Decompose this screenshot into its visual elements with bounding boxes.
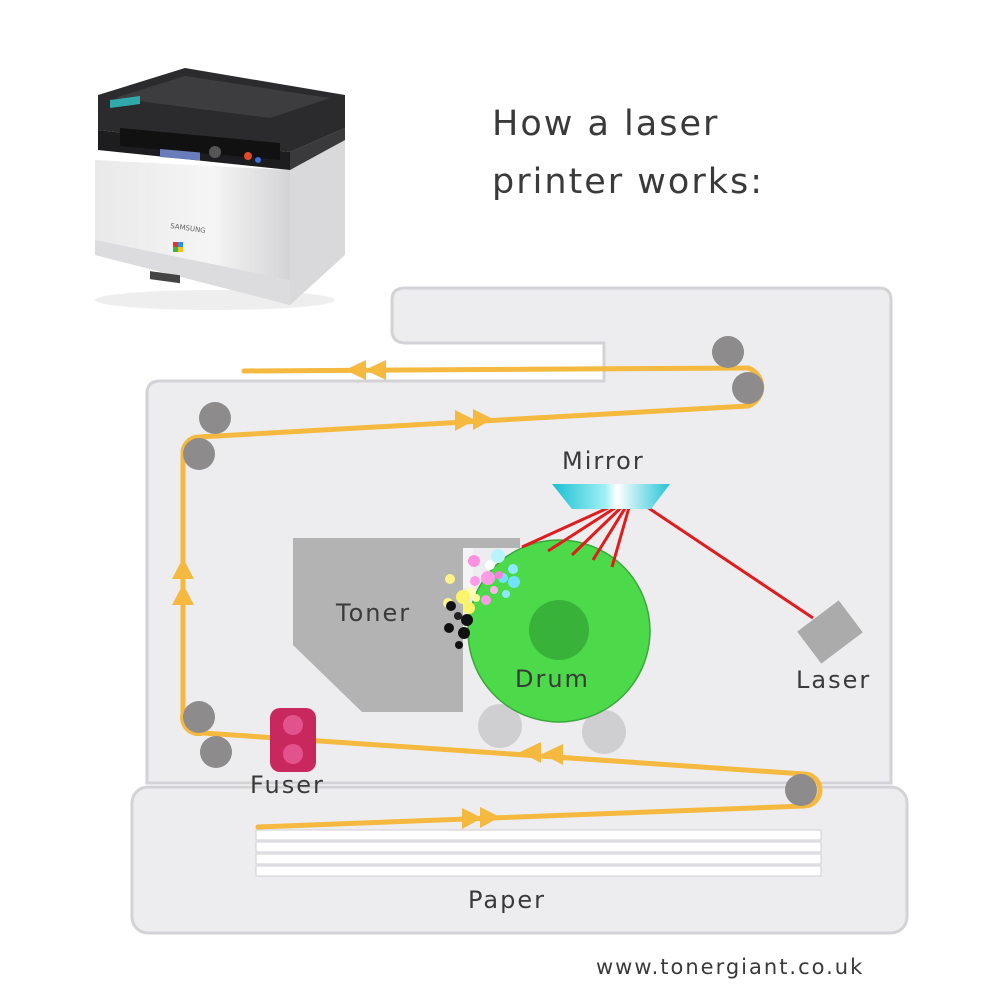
toner-particles — [443, 549, 520, 649]
fuser-label: Fuser — [250, 771, 325, 799]
fuser-icon — [270, 708, 316, 772]
drum-label: Drum — [515, 665, 590, 693]
mirror-label: Mirror — [562, 447, 645, 475]
toner-label: Toner — [336, 599, 412, 627]
laser-label: Laser — [796, 666, 872, 694]
rollers — [183, 336, 817, 806]
paper-label: Paper — [468, 886, 546, 914]
paper-stack-icon — [255, 829, 822, 877]
title-line-1: How a laser — [492, 104, 720, 144]
website-url: www.tonergiant.co.uk — [596, 955, 865, 979]
roller-icon — [582, 710, 626, 754]
roller-icon — [478, 704, 522, 748]
title-line-2: printer works: — [492, 162, 765, 202]
direction-arrow-icon — [172, 360, 563, 829]
printer-photo: SAMSUNG — [95, 68, 345, 310]
drum-icon — [467, 539, 651, 723]
mirror-icon — [552, 484, 670, 509]
toner-cartridge-icon — [293, 538, 520, 712]
laser-icon — [797, 600, 863, 664]
